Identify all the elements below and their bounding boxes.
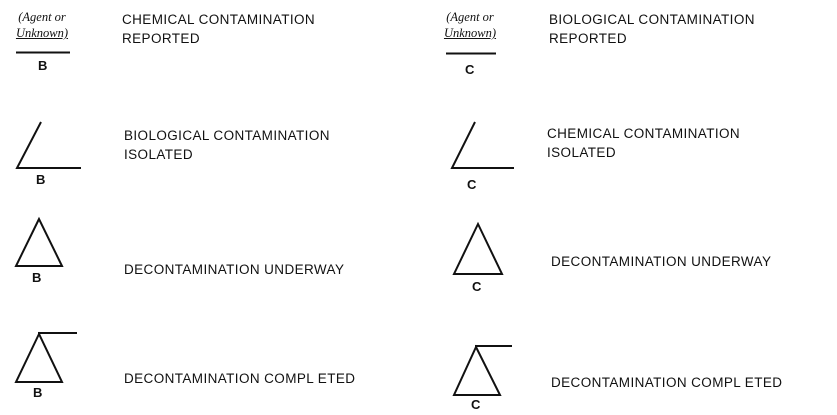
agent-letter-c: C bbox=[467, 177, 477, 192]
agent-letter-b: B bbox=[38, 58, 48, 73]
chemical-contamination-isolated-label: CHEMICAL CONTAMINATION ISOLATED bbox=[547, 126, 741, 160]
decontamination-underway-label: DECONTAMINATION UNDERWAY bbox=[551, 254, 772, 269]
agent-or-unknown-label: (Agent or Unknown) bbox=[12, 9, 72, 41]
agent-line-2: Unknown) bbox=[15, 26, 69, 40]
agent-line-1: (Agent or bbox=[446, 10, 494, 24]
agent-letter-b: B bbox=[32, 270, 42, 285]
agent-letter-c: C bbox=[465, 62, 475, 77]
decontamination-completed-label: DECONTAMINATION COMPL ETED bbox=[551, 375, 783, 390]
agent-letter-c: C bbox=[472, 279, 482, 294]
agent-line-1: (Agent or bbox=[18, 10, 66, 24]
biological-contamination-reported-label: BIOLOGICAL CONTAMINATION REPORTED bbox=[549, 12, 755, 46]
decontamination-completed-label: DECONTAMINATION COMPL ETED bbox=[124, 371, 356, 386]
agent-letter-b: B bbox=[33, 385, 43, 400]
agent-or-unknown-label: (Agent or Unknown) bbox=[440, 9, 500, 41]
agent-line-2: Unknown) bbox=[443, 26, 497, 40]
agent-letter-b: B bbox=[36, 172, 46, 187]
agent-letter-c: C bbox=[471, 397, 481, 412]
decontamination-underway-label: DECONTAMINATION UNDERWAY bbox=[124, 262, 345, 277]
biological-contamination-isolated-label: BIOLOGICAL CONTAMINATION ISOLATED bbox=[124, 128, 330, 162]
chemical-contamination-reported-label: CHEMICAL CONTAMINATION REPORTED bbox=[122, 12, 316, 46]
